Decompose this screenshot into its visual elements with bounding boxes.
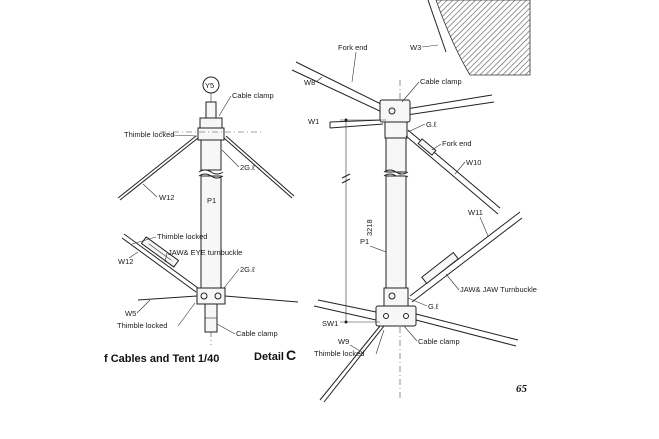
caption-cables-tent: f Cables and Tent 1/40 <box>104 353 219 365</box>
label-w8: W8 <box>304 78 315 87</box>
right-detail: 3218 Fork end W3 W8 Cable clamp W1 G.ℓ F… <box>254 0 537 403</box>
label-jaw-jaw-turnbuckle: JAW& JAW Turnbuckle <box>460 285 537 294</box>
right-pole-p1 <box>385 175 407 289</box>
top-cable-clamp <box>199 117 223 129</box>
label-w1: W1 <box>308 117 319 126</box>
label-p1-left: P1 <box>207 196 216 205</box>
label-w10: W10 <box>466 158 481 167</box>
label-cable-clamp-bottom-right: Cable clamp <box>418 337 460 346</box>
label-dimension-3218: 3218 <box>365 219 374 236</box>
label-thimble-locked-right: Thimble locked <box>314 349 364 358</box>
label-2gl-top: 2G.ℓ <box>240 163 255 172</box>
spar-upper-right <box>399 94 493 111</box>
caption-detail: Detail <box>254 351 284 363</box>
cable-w12-upper-right <box>223 137 293 199</box>
label-gl-top: G.ℓ <box>426 120 437 129</box>
cable-w5-left <box>137 295 198 301</box>
y5-mark-text: Y5 <box>205 81 214 90</box>
label-cable-clamp-right: Cable clamp <box>420 77 462 86</box>
right-pole-upper <box>385 137 407 173</box>
label-jaw-eye-turnbuckle: JAW& EYE turnbuckle <box>168 248 242 257</box>
label-fork-end-mid: Fork end <box>442 139 472 148</box>
cable-w10 <box>405 135 499 215</box>
boom-w8 <box>295 61 386 107</box>
label-sw1: SW1 <box>322 319 338 328</box>
cable-w12-upper-left <box>119 137 199 201</box>
cable-w12-lower <box>121 237 197 293</box>
right-bottom-fitting <box>383 287 409 307</box>
label-cable-clamp-bottom: Cable clamp <box>236 329 278 338</box>
label-thimble-locked-bottom: Thimble locked <box>117 321 167 330</box>
left-detail: Y5 Cable clam <box>104 76 299 365</box>
top-bolt <box>205 101 217 121</box>
tent-panel-w3 <box>435 0 531 76</box>
page-number: 65 <box>516 383 528 395</box>
label-w12-lower: W12 <box>118 257 133 266</box>
label-w5: W5 <box>125 309 136 318</box>
spar-sw1-right <box>415 313 519 341</box>
label-p1-right: P1 <box>360 237 369 246</box>
label-thimble-locked-top: Thimble locked <box>124 130 174 139</box>
label-fork-end-top: Fork end <box>338 43 368 52</box>
label-cable-clamp-top: Cable clamp <box>232 91 274 100</box>
label-w9: W9 <box>338 337 349 346</box>
label-w3: W3 <box>410 43 421 52</box>
label-w12-upper: W12 <box>159 193 174 202</box>
label-2gl-bottom: 2G.ℓ <box>240 265 255 274</box>
right-bottom-clamp <box>375 305 417 327</box>
spar-sw1-left <box>317 299 377 313</box>
caption-detail-letter: C <box>286 347 296 363</box>
cable-w1 <box>329 119 384 123</box>
cable-w9 <box>319 325 381 401</box>
cable-w5-right <box>224 295 299 303</box>
jaw-jaw-turnbuckle <box>421 251 459 285</box>
label-thimble-locked-mid: Thimble locked <box>157 232 207 241</box>
pole-p1-upper <box>200 139 222 171</box>
label-gl-bottom: G.ℓ <box>428 302 439 311</box>
label-w11: W11 <box>468 208 483 217</box>
